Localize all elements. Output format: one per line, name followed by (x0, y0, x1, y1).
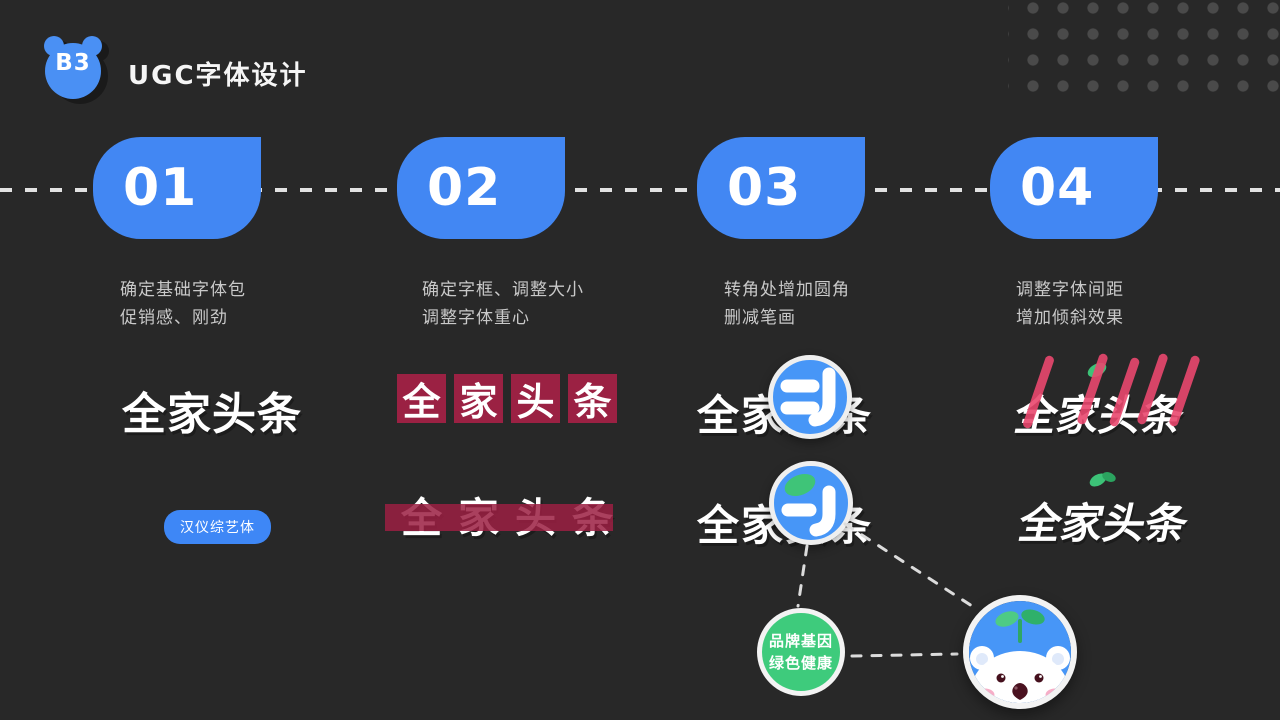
step-4-line1: 调整字体间距 (1016, 280, 1124, 300)
char-frame-row: 全 家 头 条 (397, 374, 617, 424)
step-3-description: 转角处增加圆角 删减笔画 (724, 276, 994, 332)
step-tab-1: 01 (93, 137, 261, 239)
step-tab-3: 03 (697, 137, 865, 239)
char-frame: 全 (397, 374, 446, 424)
leaf-zoom-circle-icon (769, 461, 853, 545)
step-2-description: 确定字框、调整大小 调整字体重心 (422, 276, 692, 332)
page-title: UGC字体设计 (128, 61, 308, 91)
char-frame: 家 (454, 374, 503, 424)
char-frame: 条 (568, 374, 617, 424)
centerline-band (385, 504, 613, 531)
step-1-line1: 确定基础字体包 (120, 280, 246, 300)
leaf-icon (1088, 468, 1118, 496)
step-1-description: 确定基础字体包 促销感、刚劲 (120, 276, 390, 332)
step-tab-2: 02 (397, 137, 565, 239)
badge-label: B3 (55, 50, 91, 76)
dot-grid-decoration (1008, 0, 1280, 100)
bear-badge-icon: B3 (40, 34, 106, 100)
font-name-pill: 汉仪综艺体 (164, 510, 271, 544)
step-1-line2: 促销感、刚劲 (120, 308, 228, 328)
step-4-line2: 增加倾斜效果 (1016, 308, 1124, 328)
step-tab-4: 04 (990, 137, 1158, 239)
step-4-description: 调整字体间距 增加倾斜效果 (1016, 276, 1280, 332)
corner-zoom-circle-icon (768, 355, 852, 439)
step-2-line2: 调整字体重心 (422, 308, 530, 328)
step-3-line2: 删减笔画 (724, 308, 796, 328)
step-3-line1: 转角处增加圆角 (724, 280, 850, 300)
timeline-dashed-line (0, 188, 1280, 192)
brand-gene-circle: 品牌基因 绿色健康 (757, 608, 845, 696)
logo-sample-base: 全家头条 (122, 389, 302, 440)
brand-gene-line2: 绿色健康 (768, 654, 833, 672)
logo-sample-final: 全家头条 (1014, 499, 1193, 548)
char-frame: 头 (511, 374, 560, 424)
step-2-line1: 确定字框、调整大小 (422, 280, 584, 300)
brand-gene-line1: 品牌基因 (768, 632, 833, 650)
bear-mascot-icon (963, 595, 1077, 709)
